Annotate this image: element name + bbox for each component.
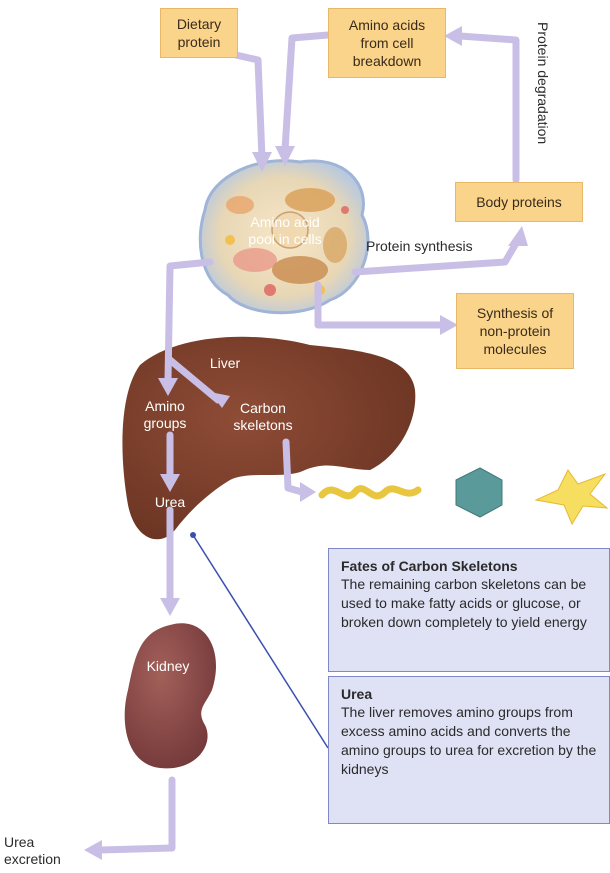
- urea-note: Urea The liver removes amino groups from…: [328, 676, 610, 824]
- urea-label: Urea: [142, 494, 198, 511]
- amino-acid-pool-label: Amino acid pool in cells: [226, 214, 344, 248]
- amino-groups-label: Amino groups: [132, 398, 198, 432]
- liver-label: Liver: [200, 355, 250, 372]
- carbon-note-title: Fates of Carbon Skeletons: [341, 557, 599, 575]
- energy-star-icon: [536, 470, 607, 524]
- carbon-skeletons-label: Carbon skeletons: [222, 400, 304, 434]
- protein-synthesis-label: Protein synthesis: [366, 238, 502, 255]
- dietary-protein-box: Dietary protein: [160, 8, 238, 58]
- synthesis-non-protein-box: Synthesis of non-protein molecules: [456, 293, 574, 369]
- protein-degradation-label: Protein degradation: [535, 22, 551, 144]
- glucose-hexagon-icon: [456, 468, 502, 517]
- urea-excretion-label: Urea excretion: [4, 834, 84, 868]
- urea-note-title: Urea: [341, 685, 599, 703]
- urea-leader-line: [193, 535, 328, 748]
- carbon-note-body: The remaining carbon skeletons can be us…: [341, 575, 599, 632]
- kidney-label: Kidney: [136, 658, 200, 675]
- urea-note-body: The liver removes amino groups from exce…: [341, 703, 599, 779]
- fatty-acid-icon: [322, 489, 418, 496]
- amino-acids-breakdown-box: Amino acids from cell breakdown: [328, 8, 446, 78]
- carbon-skeletons-note: Fates of Carbon Skeletons The remaining …: [328, 548, 610, 672]
- body-proteins-box: Body proteins: [455, 182, 583, 222]
- kidney-shape: [125, 623, 216, 768]
